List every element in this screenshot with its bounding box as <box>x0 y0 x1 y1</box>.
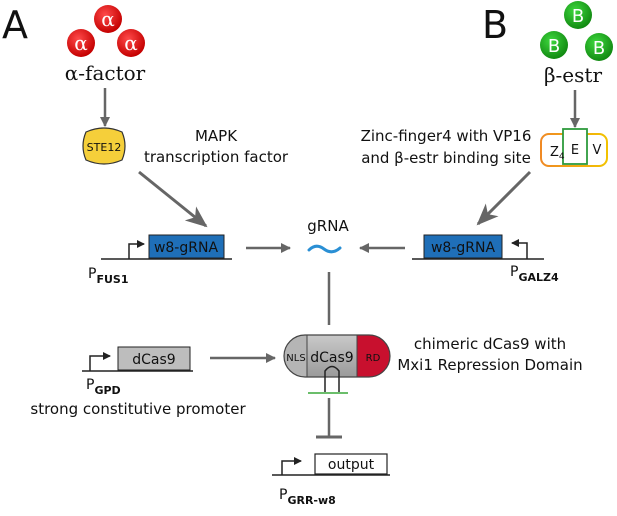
repression-bar <box>316 398 342 439</box>
promoter-galz4-label: PGALZ4 <box>510 264 559 284</box>
promoter-fus1-label: PFUS1 <box>88 266 128 286</box>
ste12-label: STE12 <box>87 141 122 154</box>
chimeric-dcas9-label: chimeric dCas9 with <box>414 335 566 353</box>
transcription-factor-label: transcription factor <box>144 148 289 166</box>
svg-text:α: α <box>124 31 138 55</box>
mxi1-domain-label: Mxi1 Repression Domain <box>397 356 582 374</box>
output-gene: output <box>272 453 390 476</box>
svg-text:B: B <box>572 6 584 27</box>
promoter-arrow-icon <box>89 352 111 371</box>
ste12-protein: STE12 <box>82 127 126 165</box>
zinc-finger-label: Zinc-finger4 with VP16 <box>361 127 532 145</box>
beta-estr-molecules: B B B <box>540 1 613 61</box>
alpha-ball-icon: α <box>94 5 122 33</box>
complex-rd-label: RD <box>366 353 381 364</box>
mapk-label: MAPK <box>195 127 238 145</box>
svg-text:α: α <box>74 31 88 55</box>
promoter-arrow-icon <box>281 457 302 475</box>
constitutive-promoter-label: strong constitutive promoter <box>30 400 246 418</box>
binding-site-label: and β-estr binding site <box>361 149 531 167</box>
output-gene-label: output <box>328 457 375 473</box>
beta-ball-icon: B <box>585 33 613 61</box>
w8-grna-label-b: w8-gRNA <box>431 240 495 256</box>
fus1-grna-gene: w8-gRNA <box>101 234 232 260</box>
promoter-arrow-icon <box>128 240 145 259</box>
dcas9-gene-label: dCas9 <box>132 352 175 368</box>
alpha-ball-icon: α <box>67 29 95 57</box>
alpha-ball-icon: α <box>117 29 145 57</box>
panel-label-b: B <box>482 3 508 47</box>
complex-nls-label: NLS <box>286 353 305 364</box>
arrow-tf-to-promoter <box>476 170 532 226</box>
w8-grna-label-a: w8-gRNA <box>154 240 218 256</box>
beta-ball-icon: B <box>564 1 592 29</box>
zinc-finger-tf-protein: Z4 E V <box>540 128 608 167</box>
tf-v-label: V <box>593 143 602 158</box>
promoter-grr-w8-label: PGRR-w8 <box>279 487 336 507</box>
svg-text:B: B <box>593 38 605 59</box>
svg-text:B: B <box>548 36 560 57</box>
alpha-factor-label: α-factor <box>65 61 146 85</box>
galz4-grna-gene: w8-gRNA <box>412 234 544 260</box>
beta-estr-label: β-estr <box>544 63 602 87</box>
tf-e-label: E <box>571 143 579 158</box>
promoter-arrow-icon <box>511 239 528 259</box>
arrow-ste12-to-promoter <box>138 170 208 228</box>
svg-text:α: α <box>101 7 115 31</box>
alpha-factor-molecules: α α α <box>67 5 145 57</box>
gpd-dcas9-gene: dCas9 <box>82 346 193 372</box>
complex-dcas9-label: dCas9 <box>310 350 353 366</box>
grna-label: gRNA <box>307 217 349 235</box>
grna-squiggle-icon <box>307 244 342 254</box>
panel-label-a: A <box>2 3 28 47</box>
dcas9-rd-complex: NLS dCas9 RD <box>283 334 391 394</box>
tf-z-label: Z4 <box>550 145 565 162</box>
grna-loop-icon <box>324 365 340 392</box>
beta-ball-icon: B <box>540 31 568 59</box>
promoter-gpd-label: PGPD <box>86 377 121 397</box>
